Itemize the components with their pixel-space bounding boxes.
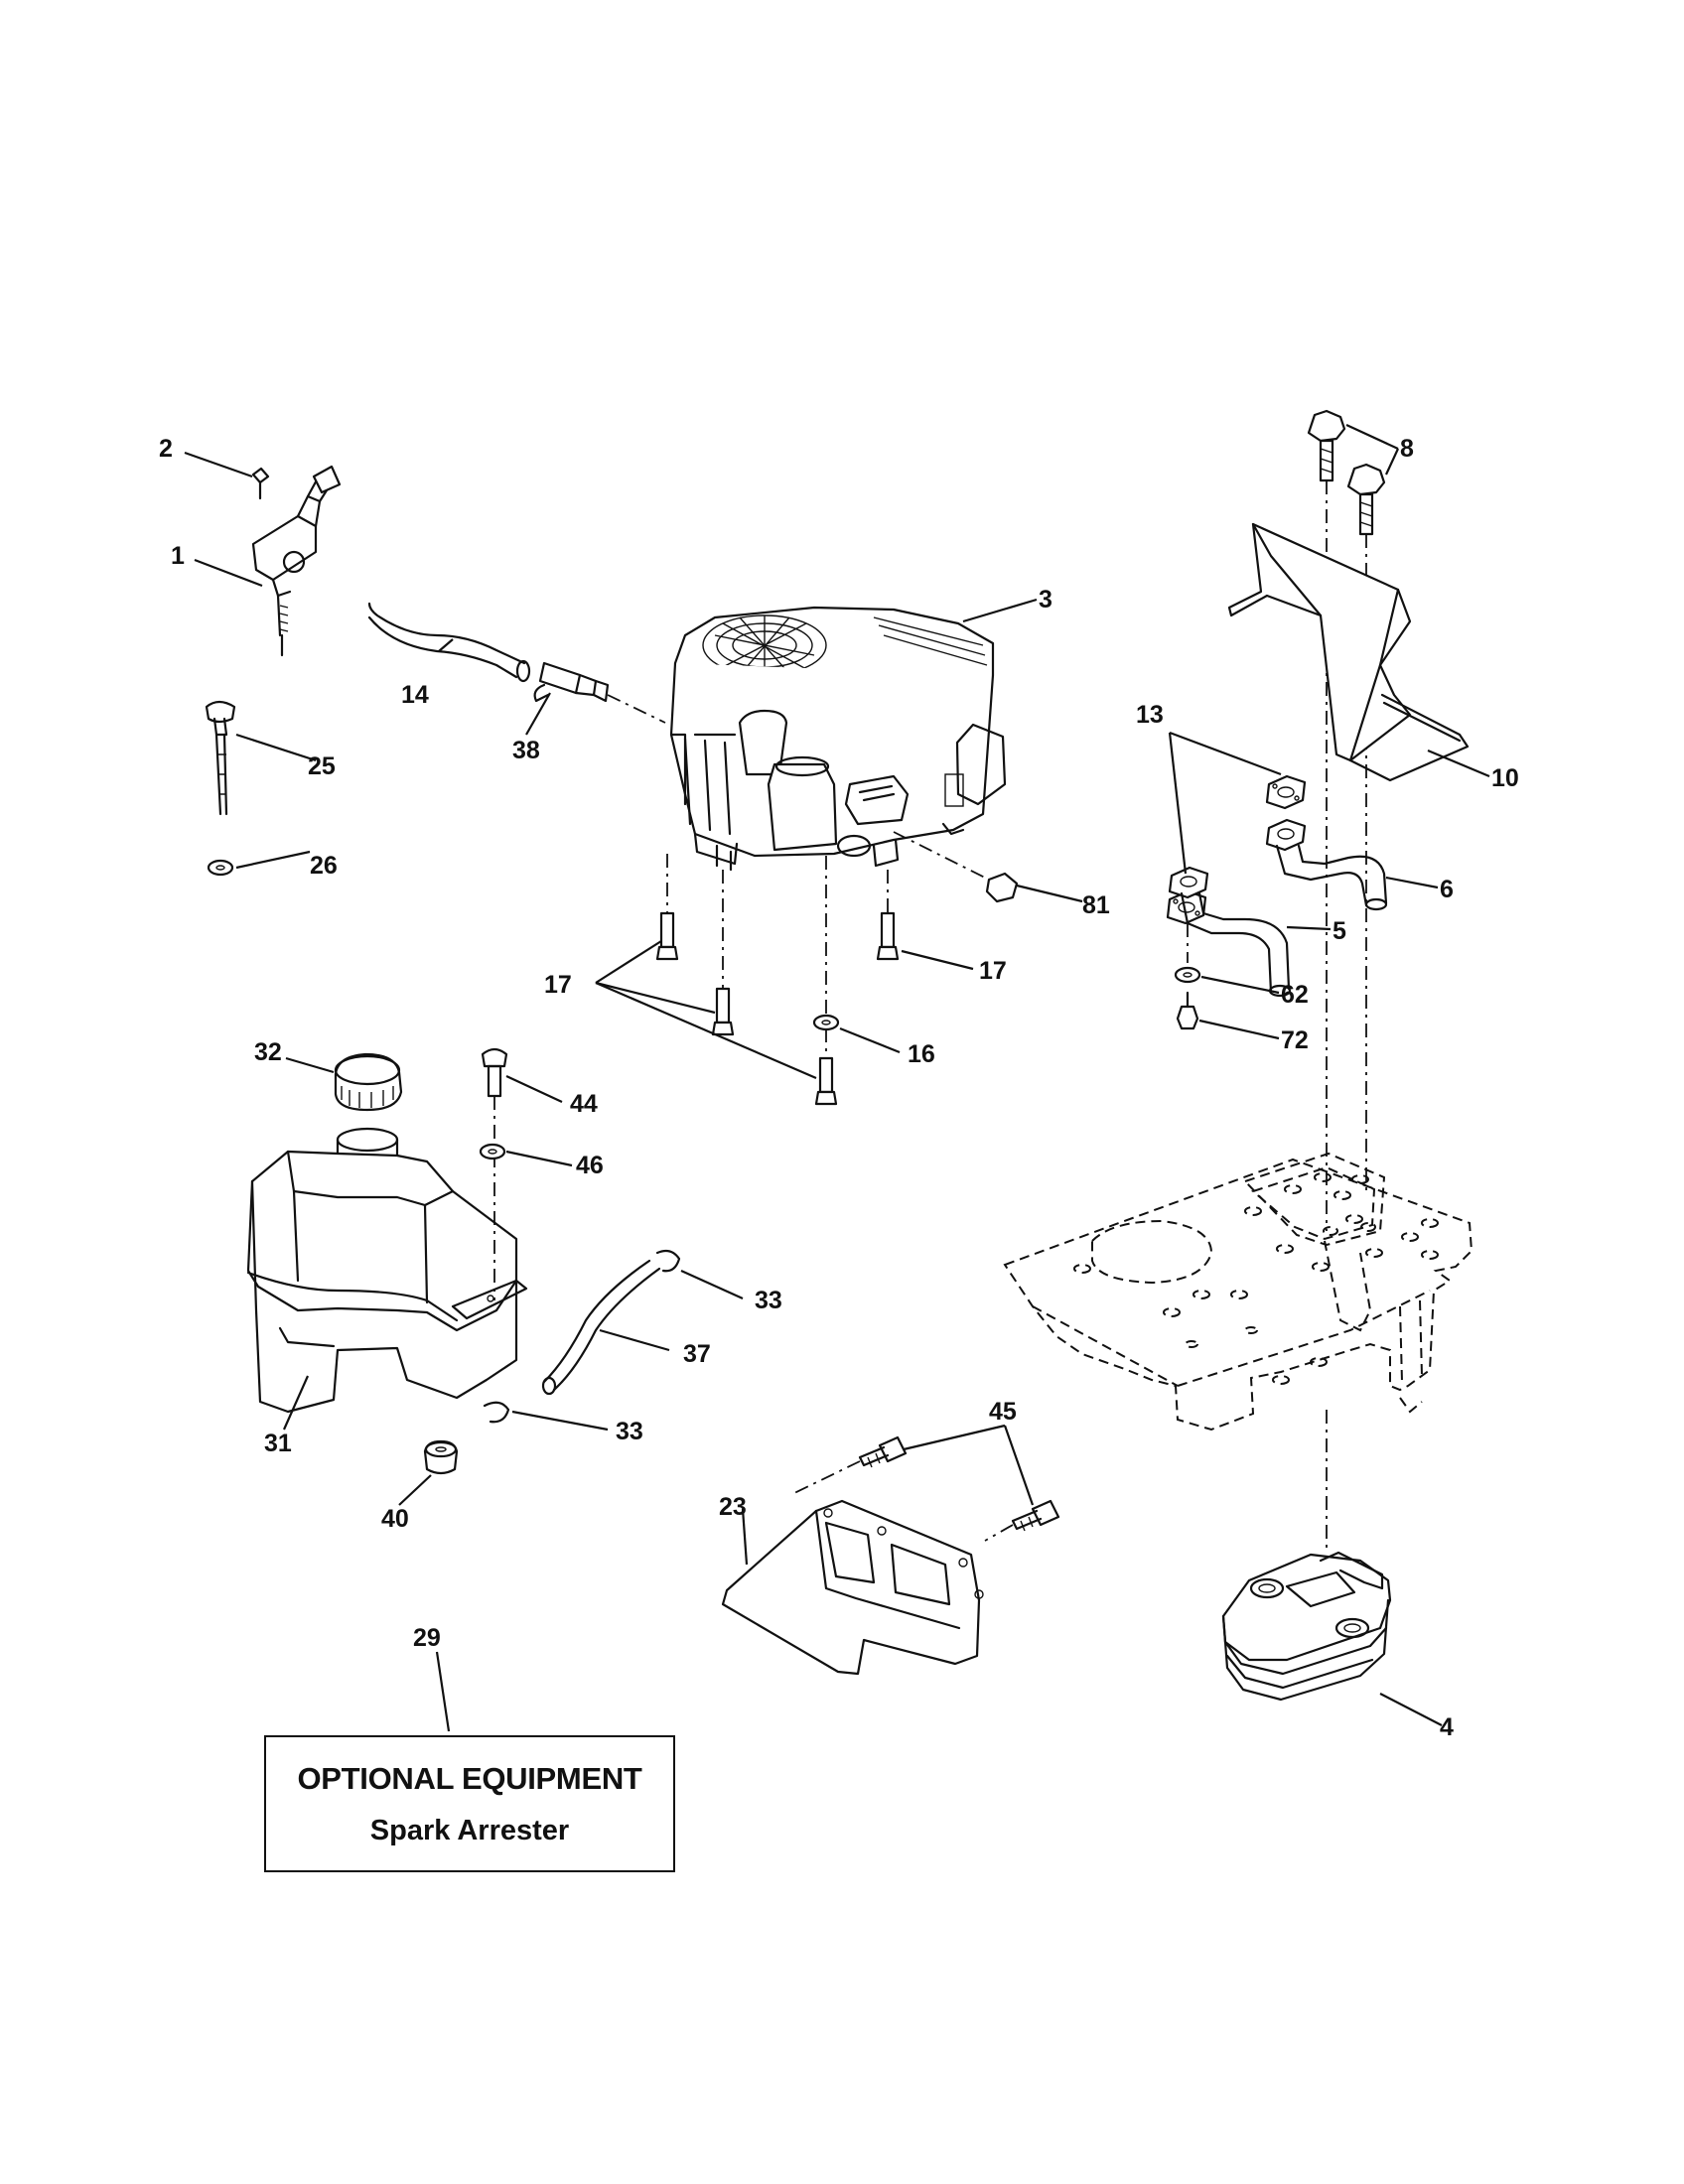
shutoff-valve-part xyxy=(533,661,666,724)
callout-38: 38 xyxy=(512,737,540,764)
callout-17b: 17 xyxy=(979,957,1007,985)
fuel-hose-part xyxy=(541,1259,661,1396)
optional-equipment-title: OPTIONAL EQUIPMENT xyxy=(297,1760,642,1796)
callout-44: 44 xyxy=(570,1090,598,1118)
exhaust-pipe-part-b xyxy=(1265,818,1388,911)
callout-29: 29 xyxy=(413,1624,441,1652)
frame-reference xyxy=(1003,1152,1474,1432)
callout-4: 4 xyxy=(1440,1713,1454,1741)
tank-screw-part xyxy=(481,1047,508,1300)
callout-8: 8 xyxy=(1400,435,1414,463)
callout-17a: 17 xyxy=(544,971,572,999)
baffle-part xyxy=(1227,522,1470,782)
engine-part xyxy=(669,606,1007,872)
exhaust-pipe-part xyxy=(1168,866,1292,998)
callout-33a: 33 xyxy=(755,1287,782,1314)
fuel-line-part xyxy=(367,602,531,683)
callout-23: 23 xyxy=(719,1493,747,1521)
optional-equipment-subtitle: Spark Arrester xyxy=(369,1814,570,1846)
heat-shield-part xyxy=(721,1499,984,1676)
bushing-part xyxy=(423,1439,459,1475)
hose-clamp-part xyxy=(483,1249,681,1424)
callout-16: 16 xyxy=(908,1040,935,1068)
shield-bolt-part xyxy=(793,1435,1060,1542)
washer-part xyxy=(812,1014,840,1031)
callout-45: 45 xyxy=(989,1398,1017,1426)
callout-14: 14 xyxy=(401,681,429,709)
callout-46: 46 xyxy=(576,1152,604,1179)
muffler-part xyxy=(1221,1410,1392,1702)
callout-40: 40 xyxy=(381,1505,409,1533)
fitting-part xyxy=(893,831,1019,903)
callout-3: 3 xyxy=(1039,586,1052,614)
knob-bolt-part xyxy=(1307,409,1386,1231)
callout-26: 26 xyxy=(310,852,338,880)
engine-bolt-part xyxy=(655,854,900,1106)
gasket-part xyxy=(1166,774,1307,925)
callout-31: 31 xyxy=(264,1430,292,1457)
optional-equipment-box: OPTIONAL EQUIPMENT Spark Arrester xyxy=(264,1735,675,1872)
callout-2: 2 xyxy=(159,435,173,463)
fuel-cap-part xyxy=(334,1052,403,1112)
callout-33b: 33 xyxy=(616,1418,643,1445)
cable-washer-part xyxy=(207,859,234,877)
callout-72: 72 xyxy=(1281,1026,1309,1054)
callout-1: 1 xyxy=(171,542,185,570)
callout-62: 62 xyxy=(1281,981,1309,1009)
callout-32: 32 xyxy=(254,1038,282,1066)
tank-washer-part xyxy=(479,1143,506,1160)
pipe-washer-part xyxy=(1174,923,1201,984)
leader-lines xyxy=(184,424,1490,1732)
callout-37: 37 xyxy=(683,1340,711,1368)
callout-81: 81 xyxy=(1082,891,1110,919)
pipe-screw-part xyxy=(1176,991,1199,1030)
fuel-tank-part xyxy=(246,1127,528,1414)
callout-5: 5 xyxy=(1333,917,1346,945)
callout-13: 13 xyxy=(1136,701,1164,729)
callout-10: 10 xyxy=(1491,764,1519,792)
callout-25: 25 xyxy=(308,752,336,780)
throttle-control-part xyxy=(251,465,342,657)
callout-6: 6 xyxy=(1440,876,1454,903)
choke-cable-part xyxy=(205,700,236,816)
callout-labels: 1 2 3 4 5 6 8 10 13 14 16 17 17 23 25 26… xyxy=(159,435,1519,1741)
